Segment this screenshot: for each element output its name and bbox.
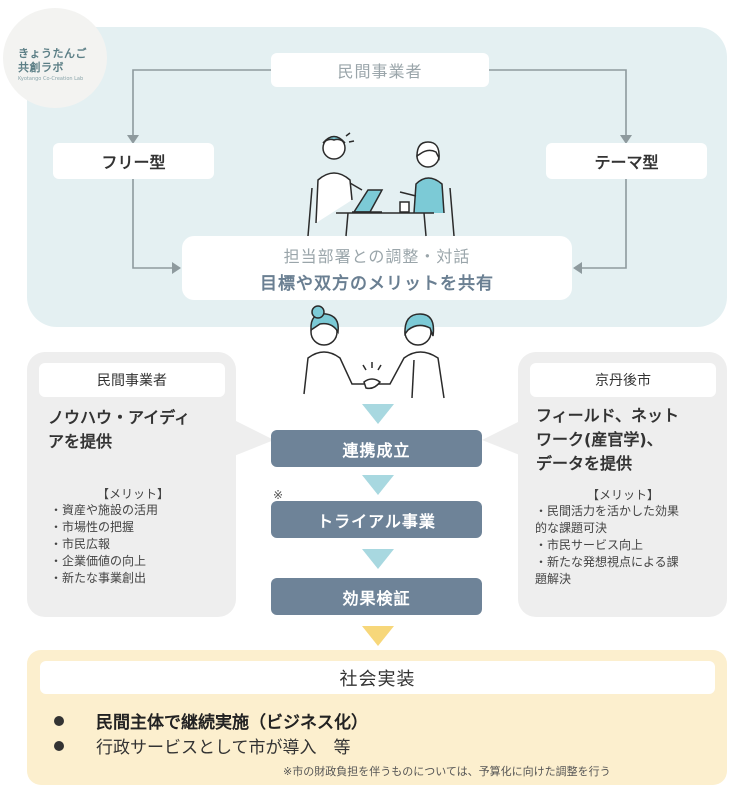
bullet-icon (54, 715, 64, 726)
list-item: ・新たな発想視点による課 (535, 555, 679, 569)
budget-note: ※市の財政負担を伴うものについては、予算化に向けた調整を行う (283, 765, 611, 778)
connector-operator-to-free (132, 69, 271, 137)
operator-merit-title: 【メリット】 (97, 487, 170, 501)
list-item: ・市民広報 (50, 537, 111, 551)
coordination-box: 担当部署との調整・対話 目標や双方のメリットを共有 (182, 236, 572, 300)
left-panel-pointer (234, 420, 274, 456)
bullet-icon (54, 740, 64, 751)
operator-merit-list: ・資産や施設の活用 ・市場性の把握 ・市民広報 ・企業価値の向上 ・新たな事業創… (50, 502, 158, 587)
handshake-illustration (303, 305, 445, 399)
implementation-heading: 社会実装 (40, 661, 715, 694)
city-merit-title: 【メリット】 (587, 488, 660, 502)
coordination-line2: 目標や双方のメリットを共有 (260, 273, 494, 294)
logo-text-line2: 共創ラボ (18, 61, 64, 74)
list-item: 題解決 (535, 572, 572, 586)
bullet-text: 行政サービスとして市が導入 等 (96, 738, 351, 758)
city-panel-heading: 京丹後市 (530, 363, 716, 397)
implementation-bullet-1: 民間主体で継続実施（ビジネス化） (54, 708, 368, 733)
step-trial-project: トライアル事業 (271, 501, 482, 538)
implementation-bullet-2: 行政サービスとして市が導入 等 (54, 733, 351, 758)
operator-offer-line2: アを提供 (48, 432, 113, 451)
free-type-box: フリー型 (53, 143, 214, 179)
step-effect-verification: 効果検証 (271, 578, 482, 615)
city-merit-list: ・民間活力を活かした効果 的な課題可決 ・市民サービス向上 ・新たな発想視点によ… (535, 503, 679, 588)
list-item: ・市民サービス向上 (535, 538, 644, 552)
city-offer-line3: データを提供 (536, 454, 633, 473)
meeting-illustration (307, 132, 455, 237)
list-item: ・企業価値の向上 (50, 554, 147, 568)
city-offer-line1: フィールド、ネット (536, 406, 680, 425)
logo-text-en: Kyotango Co-Creation Lab (18, 76, 84, 82)
trial-note-mark: ※ (273, 488, 284, 502)
flow-arrow-4 (362, 626, 394, 646)
list-item: ・新たな事業創出 (50, 571, 147, 585)
list-item: 的な課題可決 (535, 521, 608, 535)
flow-arrow-1 (362, 404, 394, 424)
arrowhead-theme (620, 135, 632, 144)
logo-text-line1: きょうたんご (18, 47, 87, 60)
flow-arrow-3 (362, 549, 394, 569)
right-panel-pointer (482, 420, 522, 456)
bullet-text: 民間主体で継続実施（ビジネス化） (96, 713, 368, 733)
arrowhead-free (127, 135, 139, 144)
list-item: ・民間活力を活かした効果 (535, 504, 680, 518)
operator-offer-line1: ノウハウ・アイディ (48, 408, 191, 427)
step-partnership: 連携成立 (271, 430, 482, 467)
city-offer-line2: ワーク(産官学)、 (536, 430, 663, 449)
arrowhead-coord-right (573, 262, 582, 274)
connector-theme-to-coord (582, 179, 627, 269)
connector-free-to-coord (132, 179, 172, 269)
list-item: ・市場性の把握 (50, 520, 135, 534)
operator-box: 民間事業者 (271, 53, 489, 87)
list-item: ・資産や施設の活用 (50, 503, 159, 517)
coordination-line1: 担当部署との調整・対話 (283, 246, 471, 266)
connector-operator-to-theme (489, 69, 627, 137)
operator-panel-heading: 民間事業者 (39, 363, 225, 397)
theme-type-box: テーマ型 (546, 143, 707, 179)
arrowhead-coord-left (172, 262, 181, 274)
logo-circle (3, 8, 107, 108)
flow-arrow-2 (362, 475, 394, 495)
